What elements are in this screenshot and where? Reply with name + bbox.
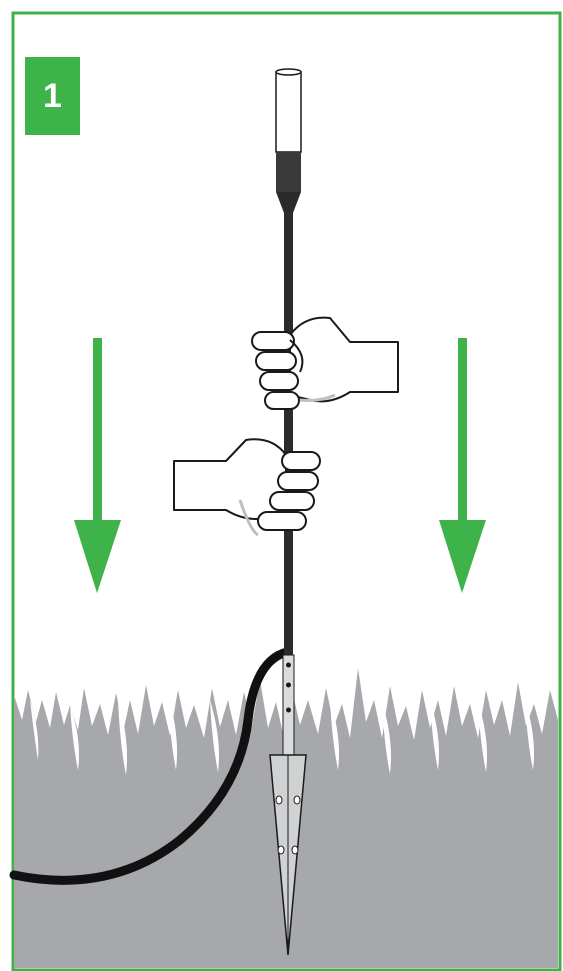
gripping-hand-icon-upper (251, 316, 399, 410)
down-arrow-icon-left (74, 338, 121, 593)
rod-bracket (282, 654, 295, 756)
gripping-hand-icon-lower (173, 438, 321, 537)
frame-border (11, 11, 562, 971)
down-arrow-icon-right (439, 338, 486, 593)
probe-sensor-icon (275, 68, 302, 213)
grass-blades (30, 695, 534, 775)
step-number-badge: 1 (25, 57, 80, 135)
sensor-cable (9, 647, 292, 885)
probe-rod (284, 212, 293, 662)
ground-spike-icon (269, 754, 307, 956)
